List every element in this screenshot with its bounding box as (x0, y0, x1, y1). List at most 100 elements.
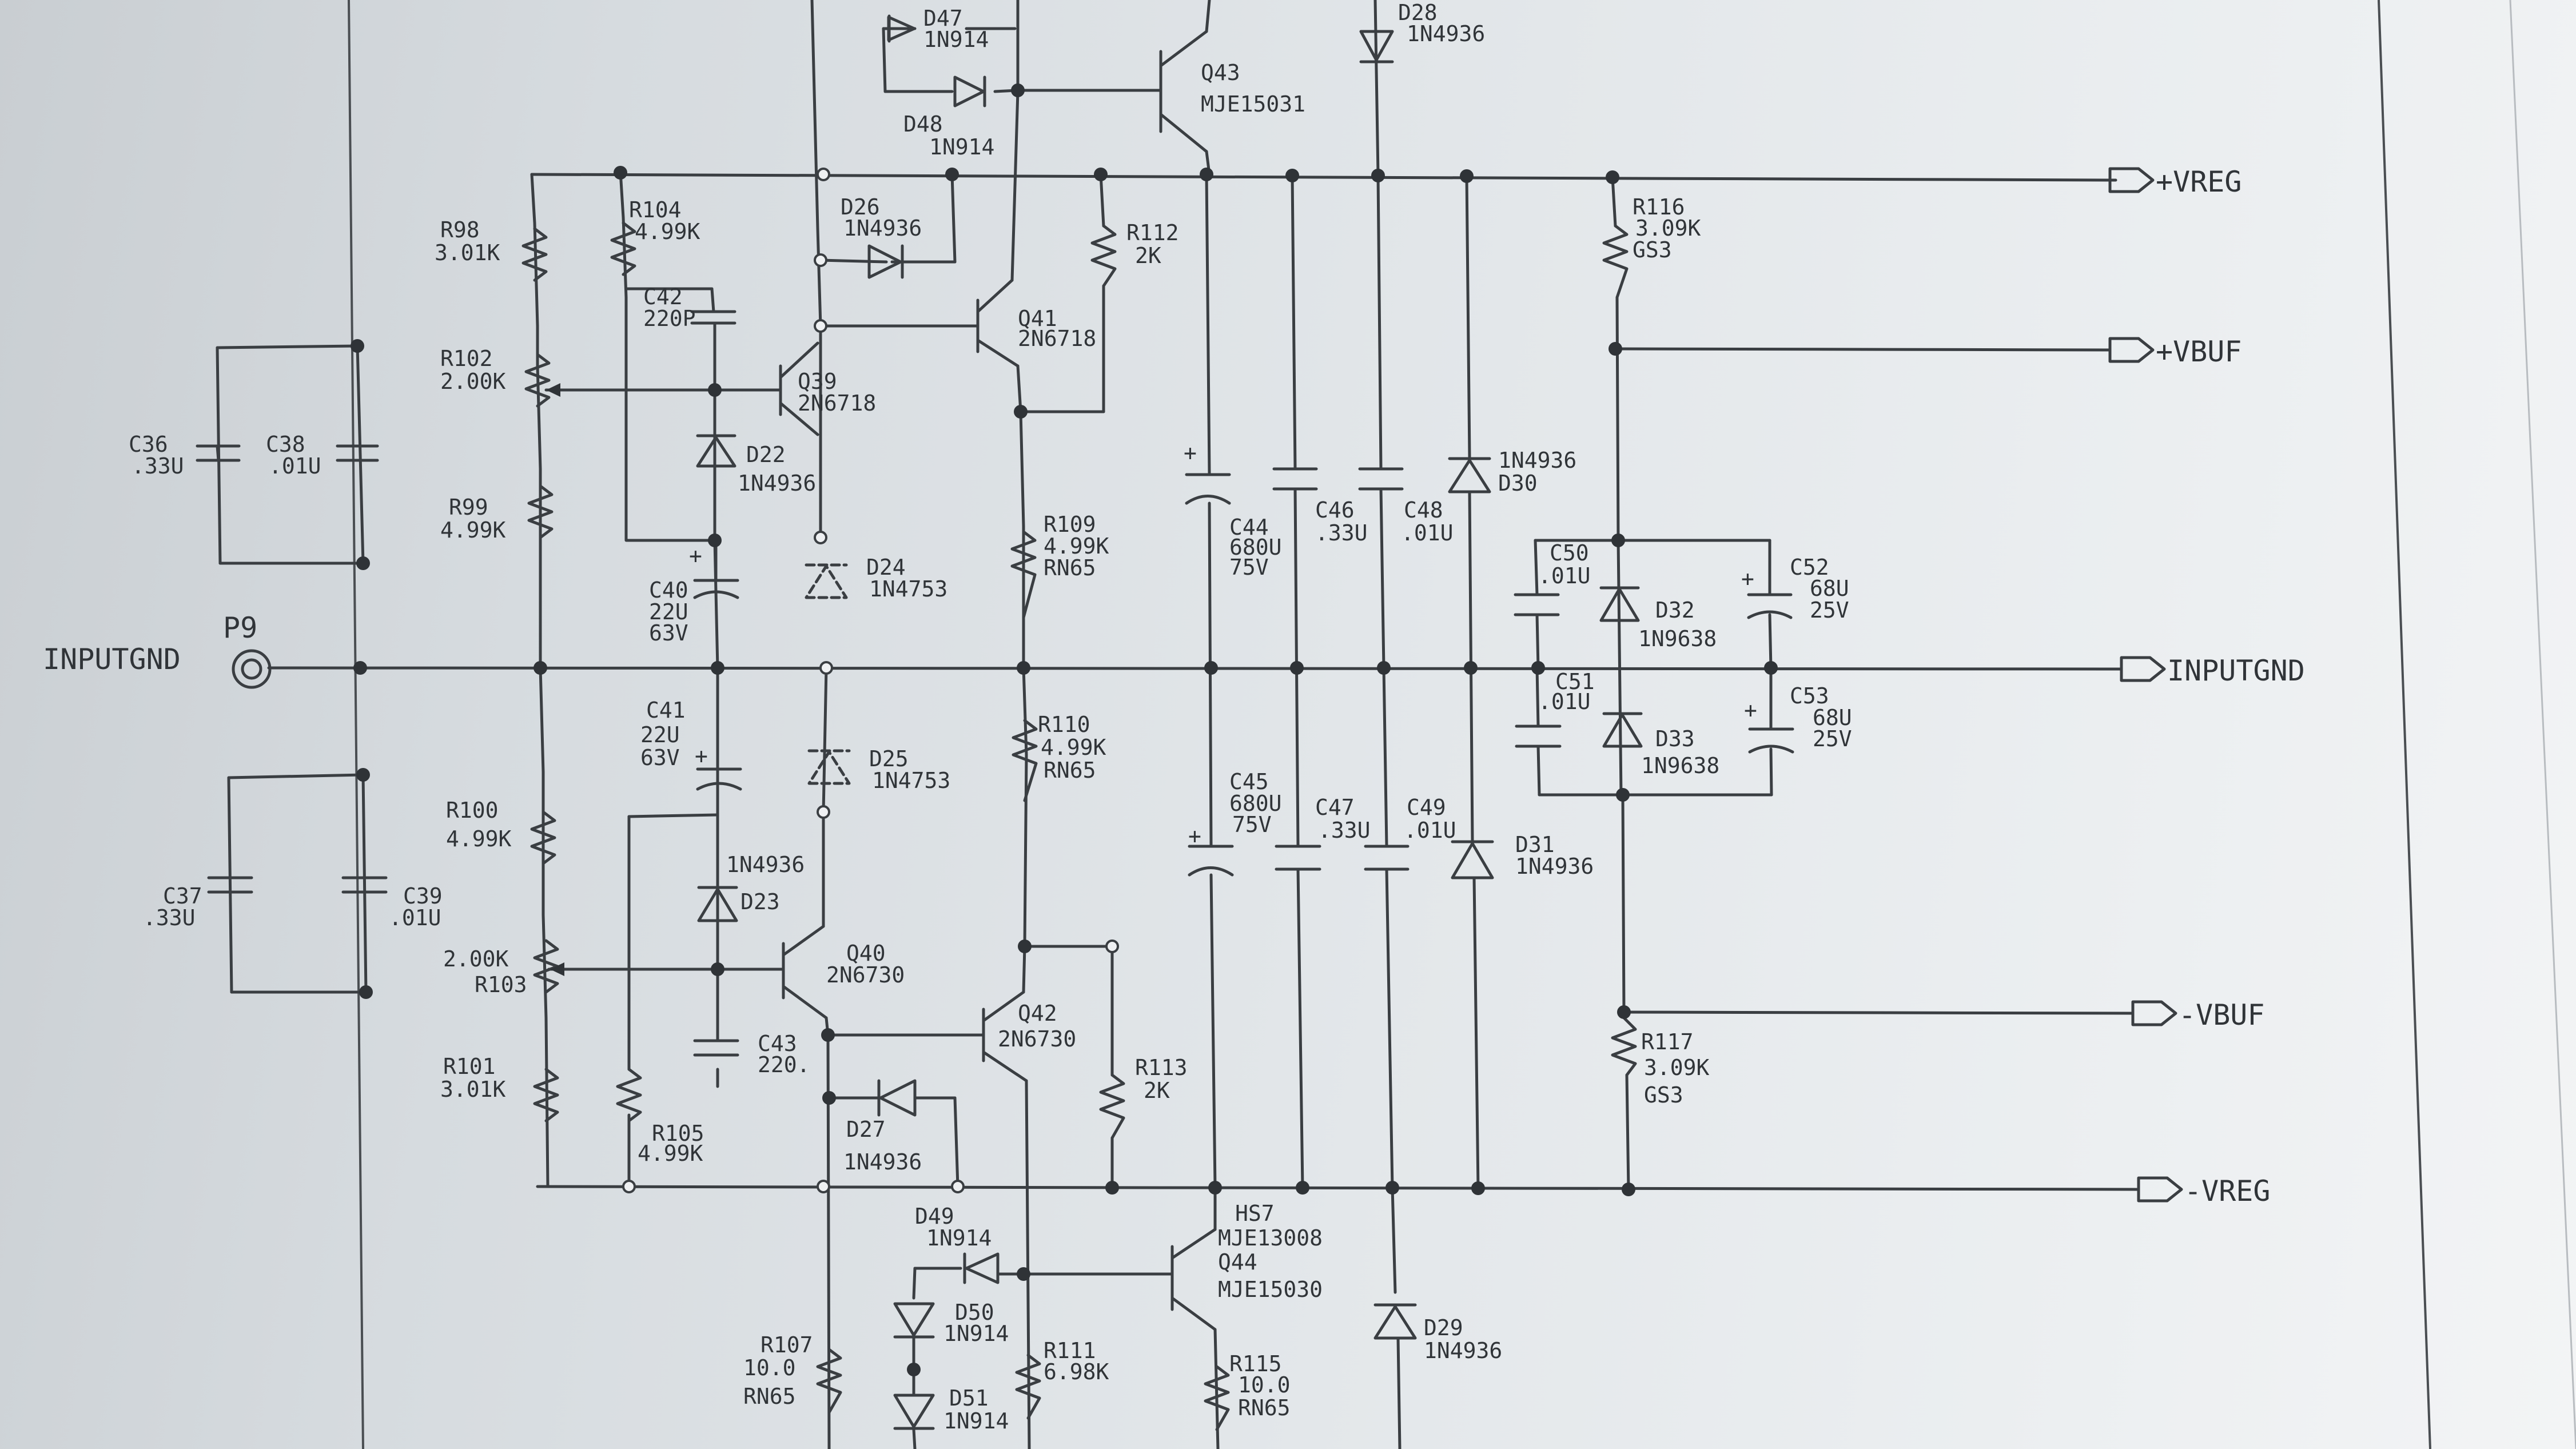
val-d48: 1N914 (929, 134, 994, 160)
val-d23: 1N4936 (726, 852, 805, 877)
val-d26: 1N4936 (843, 216, 922, 241)
diode-d26 (867, 244, 904, 279)
capacitor-c49 (1364, 845, 1410, 871)
paper-edge (2509, 0, 2576, 1449)
capacitor-c38 (336, 444, 379, 462)
ref-r113: R113 (1135, 1055, 1188, 1080)
val-r102: 2.00K (440, 369, 506, 394)
val-r113: 2K (1144, 1078, 1170, 1103)
type-r115: RN65 (1238, 1395, 1291, 1420)
capacitor-c46 (1272, 467, 1318, 491)
ref-q42: Q42 (1018, 1001, 1057, 1026)
capacitor-c41 (696, 767, 742, 791)
diode-d24 (805, 563, 848, 599)
val-d30: 1N4936 (1498, 448, 1576, 473)
val-d25: 1N4753 (872, 768, 950, 793)
ref-d47: D47 (923, 6, 963, 31)
ref-c47: C47 (1315, 795, 1355, 820)
ref-d28: D28 (1398, 0, 1438, 25)
svg-text:+: + (1184, 440, 1197, 465)
ref-hs7: HS7 (1235, 1201, 1275, 1226)
ref-d33: D33 (1655, 726, 1695, 751)
ref-d50: D50 (955, 1300, 994, 1325)
val-q40: 2N6730 (826, 962, 905, 988)
diode-d22 (696, 434, 736, 468)
val-d29: 1N4936 (1424, 1338, 1502, 1363)
val-d31: 1N4936 (1515, 854, 1594, 879)
ref-r103: R103 (475, 972, 527, 997)
ref-c48: C48 (1404, 497, 1443, 523)
val-c42: 220P (643, 306, 696, 331)
val-r110: 4.99K (1041, 735, 1106, 760)
capacitor-c50 (1514, 593, 1560, 616)
capacitor-c44 (1185, 473, 1231, 505)
val-d27: 1N4936 (843, 1149, 922, 1175)
tol-r117: GS3 (1644, 1082, 1683, 1108)
ref-r105: R105 (652, 1121, 704, 1146)
rating-c53: 25V (1813, 726, 1852, 751)
val-c43: 220. (758, 1052, 810, 1077)
diode-d51 (893, 1394, 935, 1430)
ref-d22: D22 (746, 442, 786, 467)
ref-c53: C53 (1790, 683, 1829, 708)
diode-d28 (1359, 30, 1394, 63)
ref-q44: Q44 (1218, 1249, 1257, 1275)
val-c51: .01U (1538, 689, 1591, 714)
ref-d51: D51 (949, 1386, 989, 1411)
page-border-left (348, 0, 364, 1449)
val-r101: 3.01K (440, 1077, 506, 1102)
ref-d24: D24 (866, 555, 906, 580)
val-c44: 680U (1229, 535, 1282, 560)
val-c39: .01U (389, 905, 441, 930)
port-vbuf-neg[interactable]: -VBUF (2131, 998, 2265, 1032)
val-hs7: MJE13008 (1218, 1225, 1323, 1251)
ref-d31: D31 (1515, 832, 1555, 857)
ref-d23: D23 (740, 889, 780, 914)
val-r116: 3.09K (1635, 216, 1701, 241)
diode-d23 (697, 886, 738, 922)
port-vreg-neg[interactable]: -VREG (2137, 1175, 2271, 1208)
tol-r116: GS3 (1633, 237, 1672, 262)
port-vreg-pos-label: +VREG (2156, 165, 2242, 198)
ref-c45: C45 (1229, 769, 1269, 794)
ref-d26: D26 (841, 194, 880, 220)
val-c41: 22U (640, 722, 680, 747)
port-vreg-neg-label: -VREG (2184, 1175, 2271, 1208)
val-r112: 2K (1135, 243, 1161, 268)
ref-r111: R111 (1044, 1338, 1096, 1363)
capacitor-c45 (1188, 845, 1234, 877)
resistor-r117 (1611, 1016, 1637, 1077)
resistor-r113 (1099, 1073, 1125, 1140)
diode-d27 (877, 1079, 917, 1117)
rating-c41: 63V (640, 745, 680, 770)
ref-r110: R110 (1038, 712, 1090, 737)
port-inputgnd[interactable]: INPUTGND (2120, 654, 2305, 687)
resistor-r104 (610, 221, 636, 276)
ref-c44: C44 (1229, 515, 1269, 540)
capacitor-c53 (1748, 727, 1794, 754)
ref-c49: C49 (1407, 795, 1446, 820)
port-vreg-pos[interactable]: +VREG (2108, 165, 2242, 198)
val-d24: 1N4753 (869, 576, 947, 602)
capacitor-c36 (196, 444, 241, 462)
ref-r101: R101 (443, 1054, 496, 1079)
val-d32: 1N9638 (1638, 626, 1717, 651)
svg-text:+: + (1741, 566, 1754, 591)
ref-d25: D25 (869, 746, 909, 771)
resistor-r107 (816, 1348, 842, 1414)
ref-c40: C40 (649, 578, 688, 603)
ref-c38: C38 (266, 432, 305, 457)
resistor-r116 (1602, 224, 1629, 299)
val-c47: .33U (1318, 818, 1371, 843)
connector-p9[interactable] (232, 649, 272, 689)
ref-r112: R112 (1126, 220, 1179, 245)
capacitor-c52 (1747, 593, 1793, 619)
connector-label: INPUTGND (43, 643, 181, 676)
val-c37: .33U (143, 905, 196, 930)
port-vbuf-pos[interactable]: +VBUF (2108, 335, 2242, 368)
resistor-r115 (1204, 1365, 1230, 1431)
val-r100: 4.99K (446, 826, 512, 851)
svg-text:+: + (1188, 823, 1201, 849)
val-d47: 1N914 (923, 27, 989, 52)
